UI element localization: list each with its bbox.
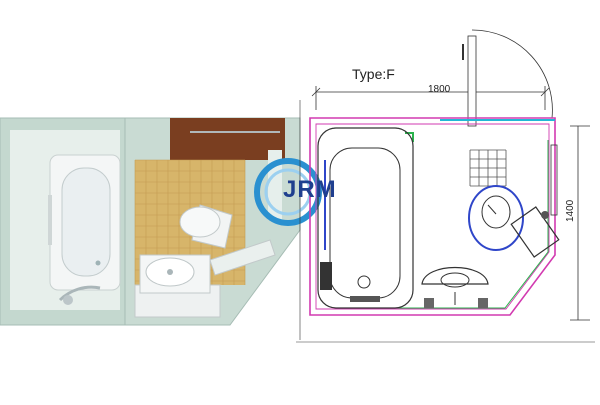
logo-ring: [254, 158, 322, 226]
tub-drain: [350, 296, 380, 302]
render-tap: [63, 295, 73, 305]
pipe-trace: [340, 140, 549, 309]
render-shelf: [209, 239, 276, 276]
render-grab-bar: [48, 195, 52, 245]
type-label: Type:F: [352, 66, 395, 82]
wall-outline-inner: [315, 123, 550, 310]
render-vanity: [134, 254, 221, 318]
render-wood-panel: [170, 118, 285, 160]
bathroom-render: [0, 117, 301, 326]
render-tub-drain: [95, 260, 101, 266]
height-dimension: 1400: [565, 199, 576, 222]
render-bathtub-basin: [61, 167, 111, 277]
cad-fixture-knob: [541, 211, 549, 219]
cad-towel-rail: [550, 144, 558, 216]
sink-valve-left: [424, 298, 434, 308]
cad-bathtub: [317, 127, 414, 309]
logo-text: JRM: [283, 176, 337, 203]
wall-outline-outer: [309, 117, 556, 316]
toilet-tank: [510, 206, 560, 258]
door-swing: [462, 29, 553, 127]
sink-valve-right: [478, 298, 488, 308]
cad-floor-plan: [296, 29, 595, 343]
width-dimension: 1800: [428, 84, 451, 95]
floor-drain-grid: [469, 149, 507, 187]
cad-sink: [421, 267, 489, 308]
render-toilet: [179, 204, 233, 249]
tub-faucet: [320, 262, 332, 290]
cad-toilet: [468, 185, 560, 258]
render-shower-hose: [58, 285, 101, 302]
